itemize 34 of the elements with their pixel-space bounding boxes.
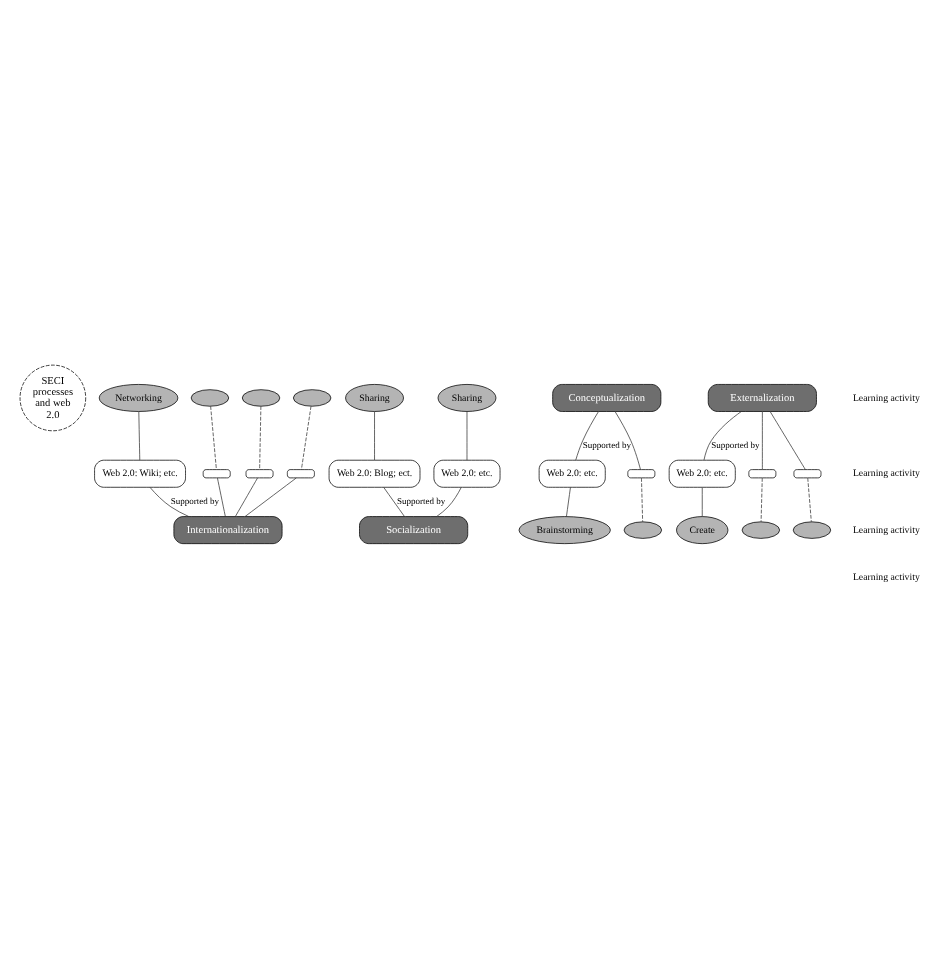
connector xyxy=(301,405,312,469)
connector xyxy=(383,486,405,516)
connector xyxy=(760,476,763,522)
connector xyxy=(614,410,641,469)
node-ellipse xyxy=(623,520,663,538)
connector xyxy=(769,410,806,469)
connector xyxy=(259,405,262,469)
node-ellipse xyxy=(792,520,832,538)
node-ellipse xyxy=(241,388,281,406)
node-bar xyxy=(202,468,231,478)
connector xyxy=(374,410,375,460)
connector xyxy=(210,405,217,469)
node-ellipse xyxy=(190,388,230,406)
node-bar xyxy=(627,468,656,478)
connector xyxy=(575,410,599,460)
connector xyxy=(566,486,571,516)
connector xyxy=(217,476,226,516)
connector xyxy=(244,476,297,516)
node-ellipse xyxy=(741,520,781,538)
connector xyxy=(235,476,258,516)
connector xyxy=(703,410,742,460)
node-bar xyxy=(287,468,315,478)
node-ellipse xyxy=(293,388,332,406)
connector xyxy=(466,410,468,460)
connector xyxy=(138,410,141,460)
connector xyxy=(701,486,703,516)
node-bar xyxy=(748,468,777,478)
node-bar xyxy=(793,468,822,478)
connector xyxy=(762,410,763,469)
connector xyxy=(436,486,462,516)
node-bar xyxy=(245,468,274,478)
connector xyxy=(641,476,644,522)
connector xyxy=(149,486,190,516)
connector xyxy=(807,476,812,522)
